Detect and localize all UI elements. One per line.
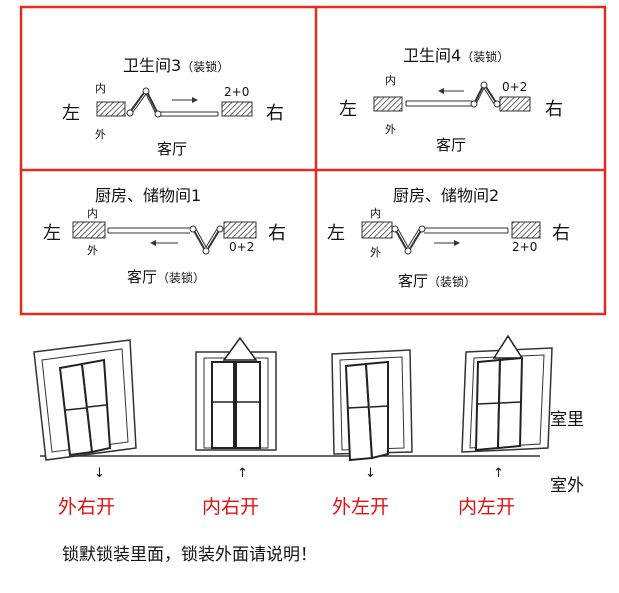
inside-label: 室里 [550,410,584,430]
panel4-right-wall [511,221,541,239]
panel4-title: 厨房、储物间2 [393,186,500,205]
panel1-diagram [96,87,253,118]
panel1-room-text: 客厅 [157,140,188,158]
panel4-hinge-label: 2+0 [512,240,538,254]
panel-grid [19,5,607,316]
panel3-title: 厨房、储物间1 [95,186,202,205]
grid-border [19,5,607,316]
panel2-title-note: （装锁） [461,50,510,64]
panel3-left-wall [72,221,106,239]
panel2-left-wall [373,96,403,112]
panel4-left-wall [361,221,393,239]
panel3-outer-label: 外 [87,244,98,257]
door4-arrow: ↑ [493,466,504,481]
panel2-right-label: 右 [545,99,563,120]
door4-frame [461,334,553,453]
door4-label: 内左开 [458,496,516,518]
panel1-right-label: 右 [266,103,284,124]
door3-arrow: ↓ [365,466,376,481]
panel1-title-note: （装锁） [181,60,230,74]
panel2-title: 卫生间4（装锁） [403,42,509,66]
panel2-right-wall [499,96,531,112]
door3-label: 外左开 [332,496,390,518]
panel3-room-label: 客厅（装锁） [127,266,205,287]
footer-note: 锁默锁装里面，锁装外面请说明！ [62,545,317,565]
door1-arrow: ↓ [94,466,105,481]
panel1-left-wall [96,101,126,117]
panel1-outer-label: 外 [95,128,106,141]
panel2-inner-label: 内 [385,74,396,87]
panel4-room-note: （装锁） [428,275,477,289]
panel4-room-text: 客厅 [398,272,429,290]
panel1-room-label: 客厅 [157,138,187,159]
panel3-room-note: （装锁） [157,271,206,285]
panel2-left-label: 左 [339,99,357,120]
doors-illustration [33,334,553,462]
panel3-hinge-label: 0+2 [229,240,255,254]
panel2-hinge-label: 0+2 [502,80,528,94]
door1-label: 外右开 [58,496,116,518]
panel4-left-label: 左 [327,223,345,244]
panel1-title: 卫生间3（装锁） [123,52,229,76]
panel3-right-label: 右 [268,223,286,244]
panel4-outer-label: 外 [370,246,381,259]
panel4-inner-label: 内 [370,207,381,220]
panel3-room-text: 客厅 [127,268,158,286]
panel1-left-label: 左 [62,103,80,124]
door2-label: 内右开 [202,496,260,518]
panel2-room-text: 客厅 [436,136,467,154]
panel3-diagram [72,221,257,255]
panel2-diagram [373,81,531,112]
door2-frame [195,336,277,451]
panel1-hinge-label: 2+0 [224,85,250,99]
panel4-room-label: 客厅（装锁） [398,270,476,291]
panel3-left-label: 左 [43,223,61,244]
panel1-right-wall [221,101,253,117]
panel2-room-label: 客厅 [436,134,466,155]
panel4-diagram [361,221,541,255]
panel3-right-wall [223,221,257,239]
door2-arrow: ↑ [237,466,248,481]
panel3-inner-label: 内 [87,207,98,220]
outside-label: 室外 [550,476,584,496]
panel1-title-text: 卫生间3 [123,56,182,75]
door1-frame [33,339,137,461]
panel1-inner-label: 内 [95,82,106,95]
panel4-right-label: 右 [552,223,570,244]
panel2-outer-label: 外 [385,123,396,136]
panel2-title-text: 卫生间4 [403,46,462,65]
door3-frame [331,349,413,462]
